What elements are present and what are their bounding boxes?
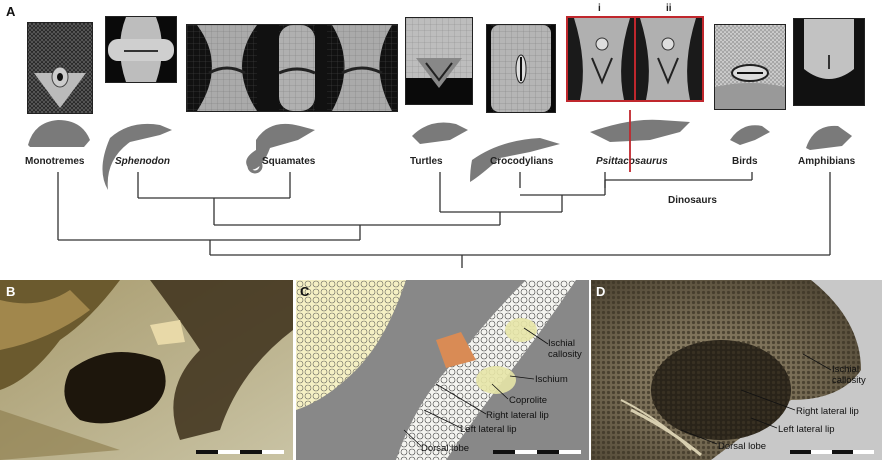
- scale-bar-b: [196, 450, 284, 454]
- panel-d-leader-lines: [591, 280, 882, 460]
- phylogenetic-tree: [0, 0, 882, 270]
- panel-b-fossil-photo: [0, 280, 293, 460]
- panel-c-leader-lines: [296, 280, 589, 460]
- scale-bar-d: [790, 450, 874, 454]
- scale-bar-c: [493, 450, 581, 454]
- panel-b-letter: B: [6, 284, 15, 299]
